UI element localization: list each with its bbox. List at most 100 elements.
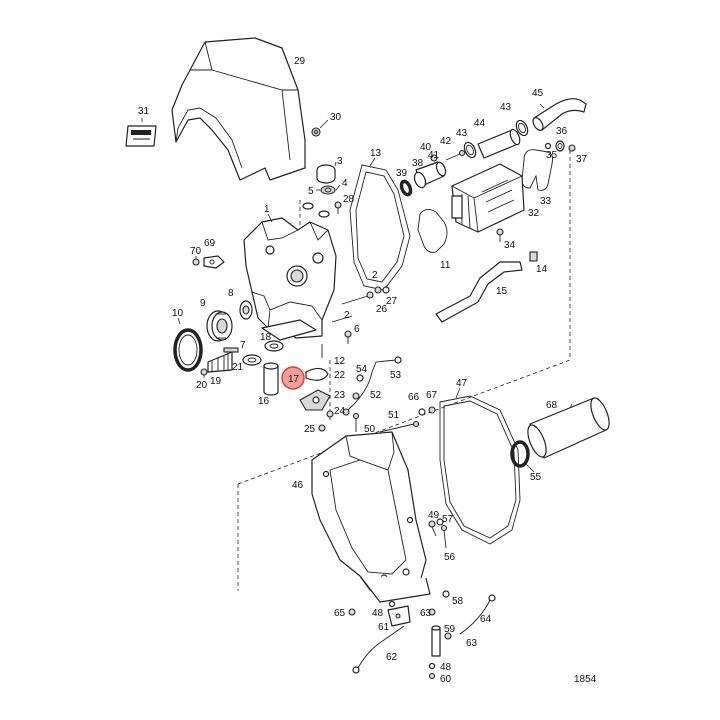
- callout-59: 59: [444, 624, 456, 635]
- callout-29: 29: [294, 56, 306, 67]
- callout-38: 38: [412, 158, 424, 169]
- part-washer-48b: [428, 662, 436, 670]
- part-decal: [125, 118, 157, 147]
- part-screw-67: [428, 406, 436, 414]
- part-nuts-26-27: [374, 286, 390, 294]
- callout-7: 7: [240, 340, 246, 351]
- callout-62: 62: [386, 652, 398, 663]
- callout-13: 13: [370, 148, 382, 159]
- callout-5: 5: [308, 186, 314, 197]
- callout-66: 66: [408, 392, 420, 403]
- callout-20: 20: [196, 380, 208, 391]
- callout-51: 51: [388, 410, 400, 421]
- callout-27: 27: [386, 296, 398, 307]
- callout-2b: 2: [344, 310, 350, 321]
- part-hose-15: [435, 261, 523, 323]
- callout-19: 19: [210, 376, 222, 387]
- callout-65: 65: [334, 608, 346, 619]
- part-engine-cover: [171, 37, 306, 181]
- callout-49: 49: [428, 510, 440, 521]
- callout-45: 45: [532, 88, 544, 99]
- callout-22: 22: [334, 370, 346, 381]
- callout-56: 56: [444, 552, 456, 563]
- part-screw-20: [200, 368, 208, 378]
- part-bracket-61: [387, 605, 411, 627]
- callout-28: 28: [343, 194, 355, 205]
- part-screw-65: [348, 608, 356, 616]
- dashed-reference-lines: [237, 150, 571, 591]
- part-shaft-59: [431, 625, 441, 657]
- part-tube-68: [527, 397, 610, 459]
- callout-3: 3: [337, 156, 343, 167]
- part-screw-24: [326, 410, 334, 418]
- callout-68: 68: [546, 400, 558, 411]
- part-screw-56: [440, 524, 448, 549]
- callout-4: 4: [342, 178, 348, 189]
- callout-9: 9: [200, 298, 206, 309]
- callout-12: 12: [334, 356, 346, 367]
- part-spacer-38: [413, 171, 427, 189]
- callout-47: 47: [456, 378, 468, 389]
- callout-34: 34: [504, 240, 516, 251]
- part-screw-50: [352, 412, 360, 432]
- callout-44: 44: [474, 118, 486, 129]
- part-spacers: [302, 202, 330, 218]
- callout-37: 37: [576, 154, 588, 165]
- part-oring-55: [510, 440, 535, 473]
- part-clamp-22: [305, 367, 329, 381]
- callout-18: 18: [260, 332, 272, 343]
- callout-32: 32: [528, 208, 540, 219]
- callout-24: 24: [334, 406, 346, 417]
- part-elbow-45: [532, 98, 587, 131]
- callout-53: 53: [390, 370, 402, 381]
- callout-60: 60: [440, 674, 452, 685]
- callout-43a: 43: [500, 102, 512, 113]
- callout-11: 11: [440, 260, 451, 271]
- part-screw-60: [428, 672, 436, 680]
- callout-50: 50: [364, 424, 376, 435]
- part-pin-7: [223, 347, 239, 353]
- part-lower-housing-46: [311, 431, 431, 603]
- part-gasket-11: [417, 209, 448, 253]
- callout-labels: 29 30 31 3 4 5 28 13 1 70 69 10 9 8 7 2 …: [138, 56, 597, 685]
- callout-48a: 48: [372, 608, 384, 619]
- part-fitting-49: [428, 520, 437, 537]
- part-connector-54: [356, 374, 364, 382]
- part-bracket-23: [299, 389, 331, 411]
- callout-6: 6: [354, 324, 360, 335]
- callout-63b: 63: [466, 638, 478, 649]
- callout-43b: 43: [456, 128, 468, 139]
- part-clamp-43a: [515, 119, 529, 137]
- callout-58: 58: [452, 596, 464, 607]
- callout-31: 31: [138, 106, 150, 117]
- part-gasket-13: [349, 157, 411, 291]
- callout-36: 36: [556, 126, 568, 137]
- part-gasket-33: [521, 149, 553, 191]
- callout-61: 61: [378, 622, 390, 633]
- callout-70: 70: [190, 246, 202, 257]
- part-cylinder-16: [263, 362, 279, 396]
- part-bolt-42: [445, 149, 466, 161]
- callout-57: 57: [442, 514, 454, 525]
- callout-39: 39: [396, 168, 408, 179]
- callout-52: 52: [370, 390, 382, 401]
- part-stud-51: [379, 420, 420, 433]
- part-17-highlight[interactable]: [281, 366, 305, 390]
- callout-63a: 63: [420, 608, 432, 619]
- part-oring-39: [399, 179, 413, 197]
- callout-64: 64: [480, 614, 492, 625]
- part-pulley-9: [206, 310, 233, 342]
- part-cable-64: [459, 594, 496, 635]
- part-fill-cap: [316, 161, 341, 195]
- part-washer-35: [544, 142, 552, 150]
- part-washer-66: [418, 408, 426, 416]
- callout-21: 21: [232, 362, 244, 373]
- part-cone-19: [207, 351, 233, 373]
- callout-41: 41: [428, 150, 440, 161]
- part-bearing-10: [173, 317, 203, 372]
- callout-26: 26: [376, 304, 388, 315]
- part-screws-2: [331, 291, 374, 323]
- callout-17: 17: [288, 374, 300, 385]
- part-screw-37: [568, 144, 576, 152]
